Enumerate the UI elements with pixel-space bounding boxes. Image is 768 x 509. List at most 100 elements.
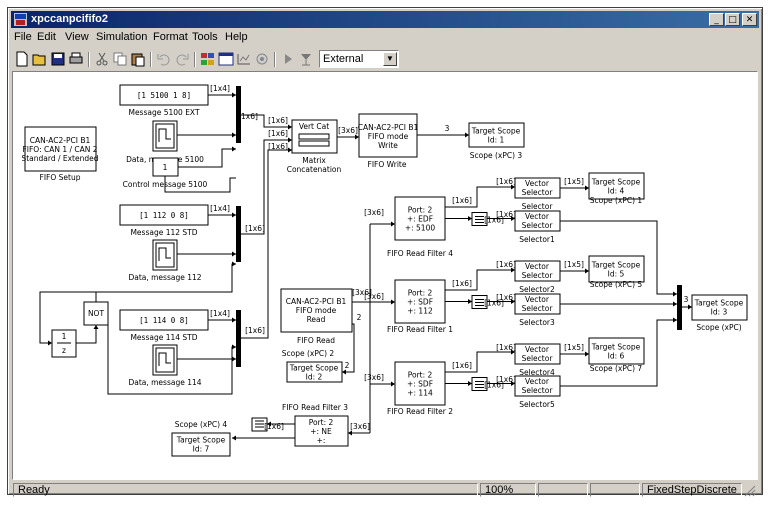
undo-icon[interactable]	[156, 51, 172, 67]
target-scope-text: Id: 1	[488, 136, 505, 145]
save-icon[interactable]	[50, 51, 66, 67]
arrowhead	[232, 435, 236, 441]
close-button[interactable]: ✕	[742, 13, 757, 26]
vector-selector-text: Vector	[525, 179, 550, 188]
dim-label: [1x4]	[210, 84, 230, 93]
target-scope-id1[interactable]	[468, 122, 525, 148]
vector-selector-text: Vector	[525, 212, 550, 221]
fifo-read-block[interactable]	[280, 288, 353, 333]
wire	[76, 325, 97, 344]
fifo-read-filter-label: FIFO Read Filter 2	[387, 407, 453, 416]
delay-numerator: 1	[62, 332, 67, 341]
minimize-button[interactable]: _	[709, 13, 724, 26]
vector-selector-text: Selector	[522, 221, 554, 230]
arrowhead	[288, 147, 292, 153]
fifo-read-filter-text: +: EDF	[407, 215, 433, 224]
demux-lines	[475, 381, 484, 388]
cut-icon[interactable]	[94, 51, 110, 67]
fifo-setup-label: FIFO Setup	[40, 173, 81, 182]
dim-label: [1x5]	[564, 177, 584, 186]
open-icon[interactable]	[32, 51, 48, 67]
fifo-read-filter-label: FIFO Read Filter 4	[387, 249, 453, 258]
fifo-write-block[interactable]	[358, 113, 418, 158]
port-label: 2	[345, 361, 350, 370]
target-scope-id3[interactable]	[691, 294, 748, 321]
menu-format[interactable]: Format	[153, 31, 188, 43]
toolbar-separator	[274, 52, 276, 67]
fifo-write-text: FIFO mode	[368, 132, 409, 141]
fifo-read-filter3-block[interactable]	[294, 415, 349, 447]
simulation-mode-select[interactable]: External ▼	[319, 50, 399, 68]
const-control-value: 1	[163, 163, 168, 172]
vector-selector-label: Selector1	[519, 235, 555, 244]
target-scope-block[interactable]	[588, 172, 645, 200]
vector-selector-text: Selector	[522, 188, 554, 197]
title-bar[interactable]: xpccanpcififo2 _ □ ✕	[11, 11, 759, 28]
target-scope-id7[interactable]	[171, 432, 231, 457]
model-explorer-icon[interactable]	[218, 51, 234, 67]
vertcat-icon-bar	[298, 133, 330, 140]
library-browser-icon[interactable]	[200, 51, 216, 67]
data-112-label: Data, message 112	[128, 273, 201, 282]
dim-label: [3x6]	[352, 288, 372, 297]
wire	[342, 323, 355, 373]
chevron-down-icon[interactable]: ▼	[383, 52, 397, 66]
toolbar-separator	[150, 52, 152, 67]
menu-edit[interactable]: Edit	[37, 31, 56, 43]
vertcat-title: Vert Cat	[299, 122, 329, 131]
dim-label: [1x6]	[496, 343, 516, 352]
signal-icon[interactable]	[236, 51, 252, 67]
fifo-read-filter-text: +:	[317, 436, 326, 445]
fifo-read-filter-text: Port: 2	[408, 289, 433, 298]
menu-file[interactable]: File	[14, 31, 32, 43]
mux-main[interactable]	[677, 285, 682, 330]
connect-icon[interactable]	[298, 51, 314, 67]
const-message-5100-label: Message 5100 EXT	[128, 108, 199, 117]
paste-icon[interactable]	[130, 51, 146, 67]
menu-view[interactable]: View	[65, 31, 89, 43]
mux-1[interactable]	[236, 86, 241, 143]
const-message-5100-value: [1 5100 1 8]	[137, 91, 191, 100]
mux-2[interactable]	[236, 206, 241, 262]
menu-help[interactable]: Help	[225, 31, 248, 43]
debug-icon[interactable]	[254, 51, 270, 67]
target-scope-block[interactable]	[588, 337, 645, 365]
fifo-read-filter-text: +: NE	[310, 427, 332, 436]
arrowhead	[355, 134, 359, 140]
start-icon[interactable]	[280, 51, 296, 67]
dim-label: [3x6]	[350, 422, 370, 431]
dim-label: [1x6]	[496, 210, 516, 219]
resize-grip-icon[interactable]	[744, 485, 756, 497]
new-icon[interactable]	[14, 51, 30, 67]
arrowhead	[48, 340, 52, 346]
display-lines	[255, 420, 264, 428]
fifo-read-filter1-block[interactable]	[394, 279, 446, 324]
solver-name: FixedStepDiscrete	[642, 483, 742, 497]
target-scope-text: Target Scope	[591, 178, 641, 187]
fifo-read-text: Read	[307, 315, 326, 324]
target-scope-block[interactable]	[588, 255, 645, 283]
window-title: xpccanpcififo2	[31, 13, 109, 25]
vector-selector-text: Vector	[525, 295, 550, 304]
fifo-setup-block[interactable]	[24, 126, 97, 172]
dim-label: [1x6]	[452, 361, 472, 370]
arrowhead	[585, 185, 589, 191]
target-scope-text: Id: 2	[306, 373, 323, 382]
target-scope-text: Target Scope	[591, 261, 641, 270]
redo-icon[interactable]	[174, 51, 190, 67]
mux-3[interactable]	[236, 310, 241, 367]
maximize-button[interactable]: □	[725, 13, 740, 26]
wire	[241, 114, 292, 128]
copy-icon[interactable]	[112, 51, 128, 67]
menu-simulation[interactable]: Simulation	[96, 31, 148, 43]
data-112-icon-trace	[158, 247, 171, 261]
wire	[39, 291, 97, 344]
arrowhead	[288, 137, 292, 143]
menu-tools[interactable]: Tools	[192, 31, 218, 43]
data-114-label: Data, message 114	[128, 378, 201, 387]
vector-selector-text: Selector	[522, 354, 554, 363]
dim-label: [1x6]	[496, 375, 516, 384]
print-icon[interactable]	[68, 51, 84, 67]
